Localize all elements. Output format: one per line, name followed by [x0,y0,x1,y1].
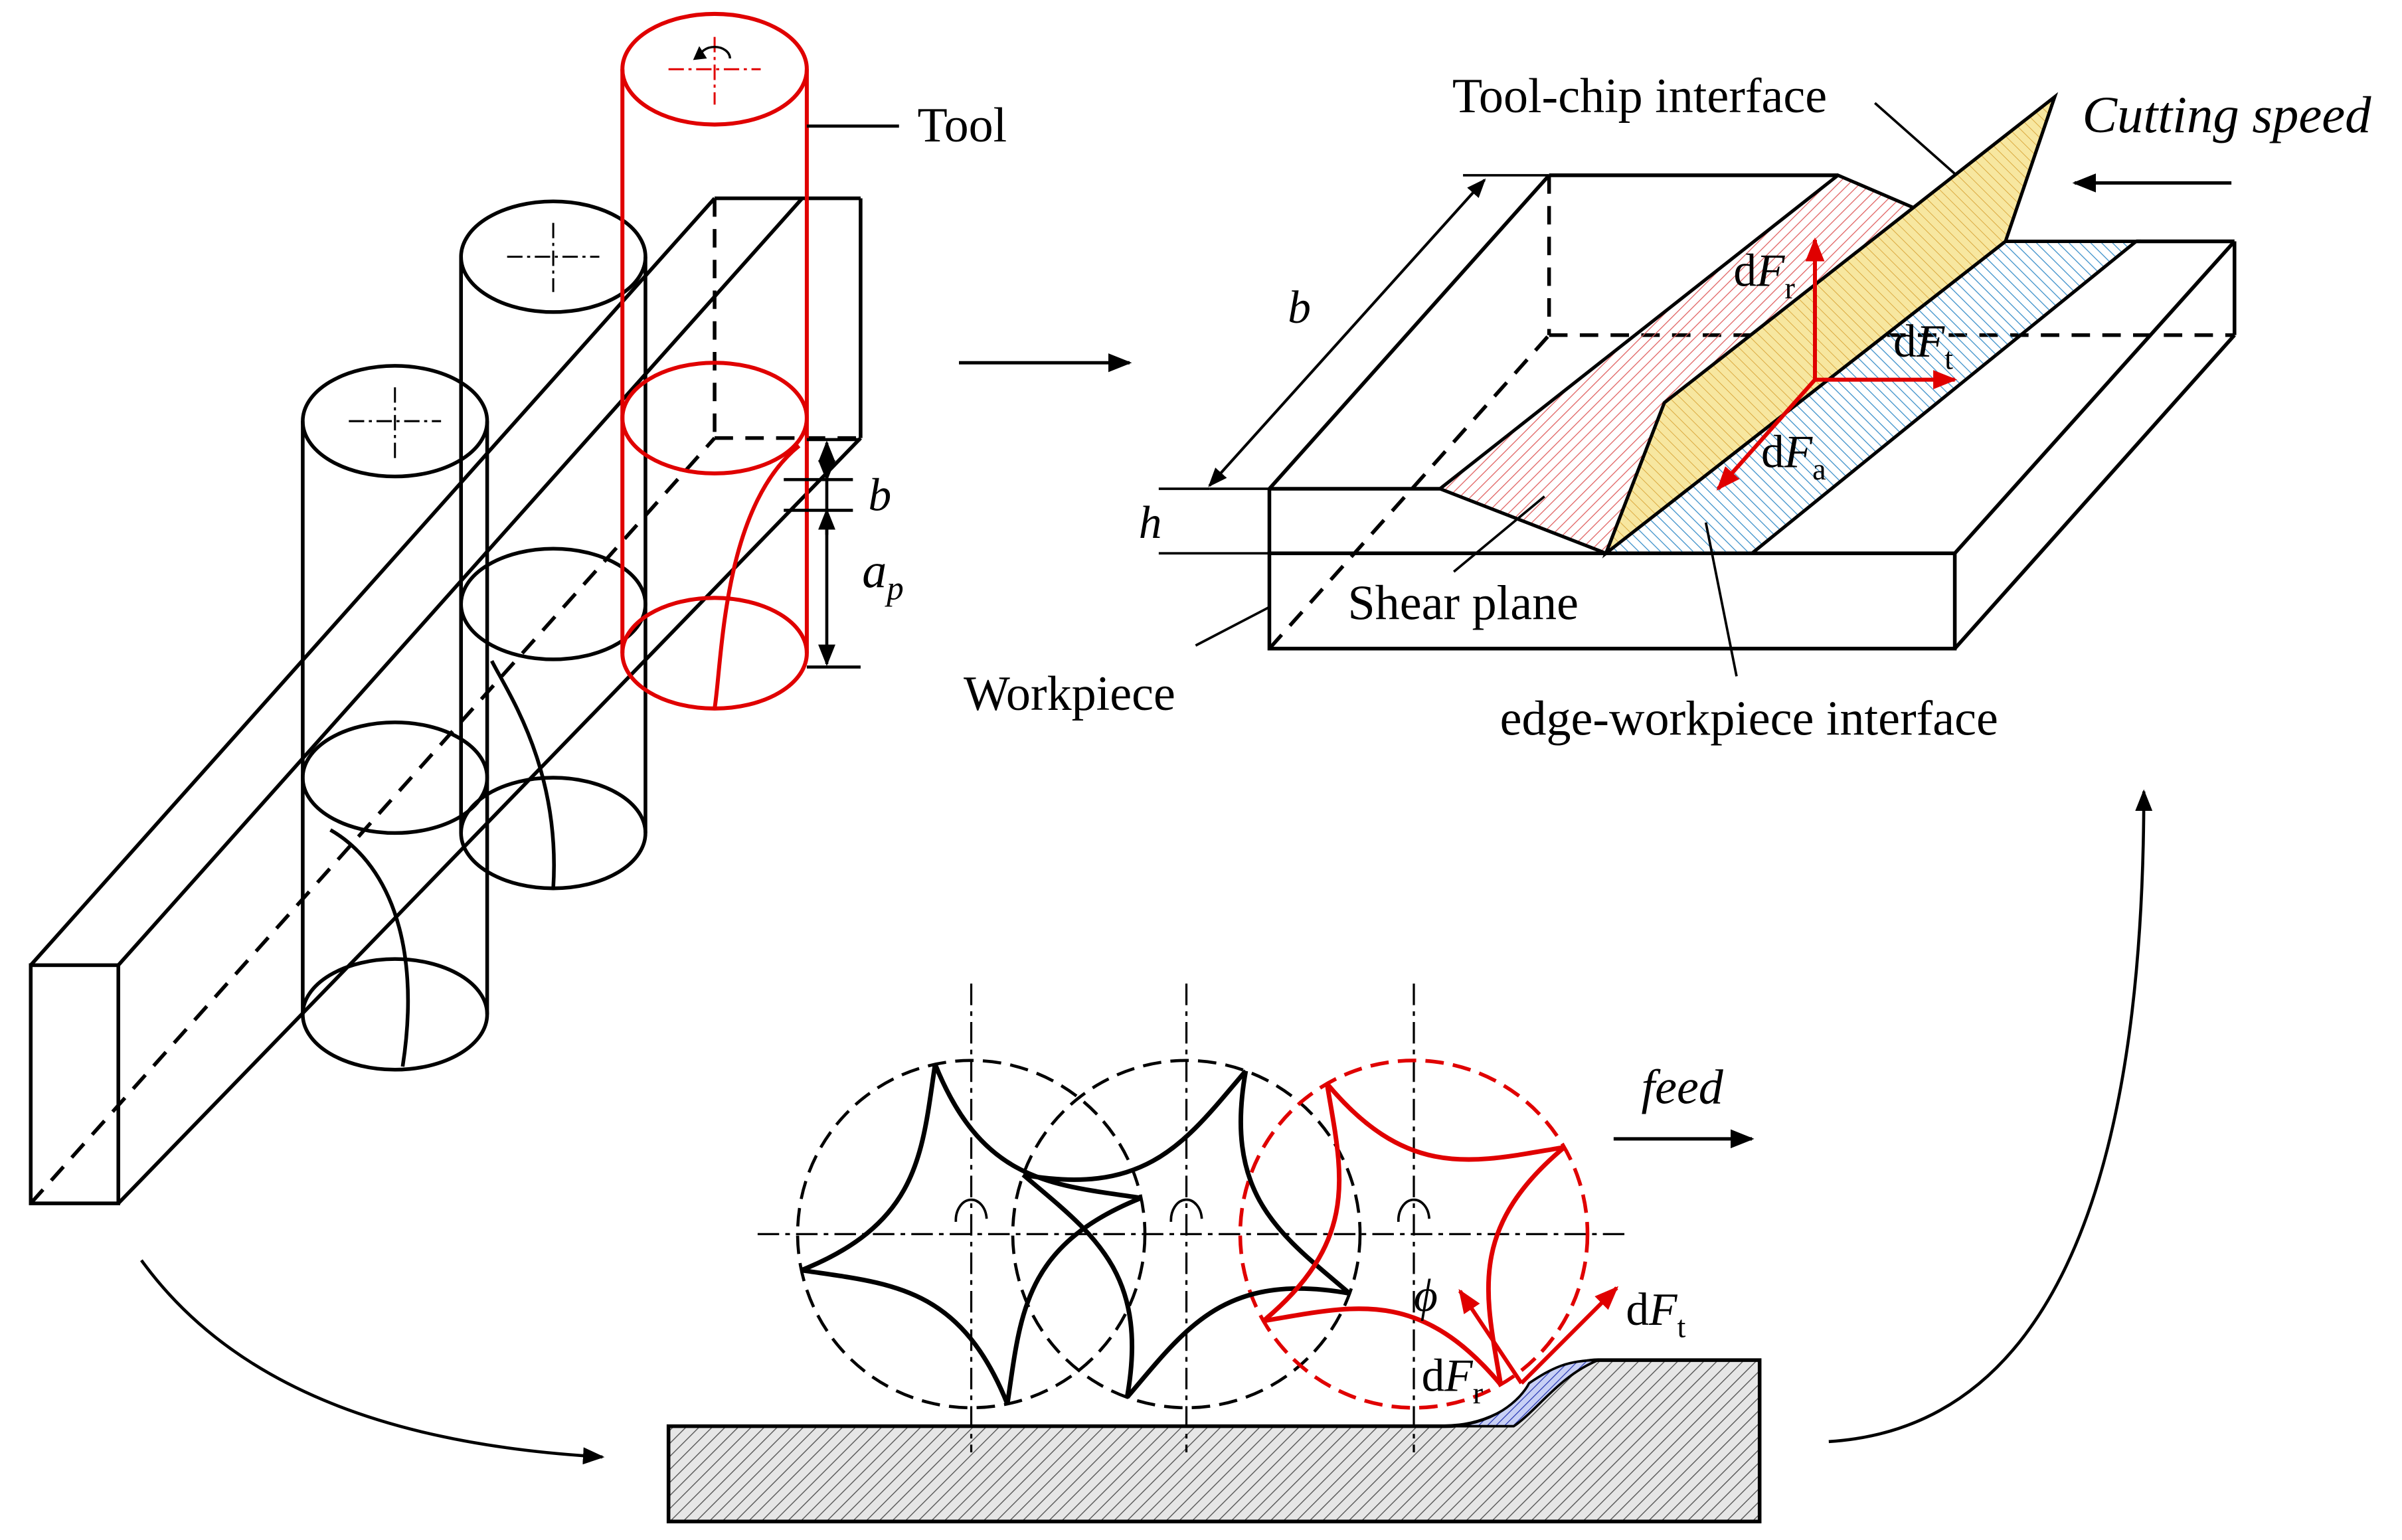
dFr-label-top: dFr [1733,246,1795,306]
tool-highlighted [620,11,809,711]
workpiece-bar-3d [29,196,863,1205]
workpiece-label: Workpiece [964,667,1175,721]
workpiece-section [666,1358,1762,1523]
edge-interface-leader [1704,522,1738,677]
cutter-flute-edge [801,1268,1010,1405]
cutter-flute-edge [1262,1306,1503,1387]
cutter-flute-edge [1238,1070,1351,1296]
b-label-left: b [868,470,891,521]
ap-subscript: p [885,570,903,608]
cutter-flute-edge [800,1064,938,1272]
cutter-flute-edge [1005,1195,1142,1405]
tool-position-2 [459,199,647,891]
dFr-label-bottom: dFr [1422,1350,1484,1411]
tool-chip-region [1602,92,2059,558]
dFa-label: dFa [1761,427,1826,487]
ap-dimension [784,438,861,669]
cutter-2-flutes [1021,1069,1351,1399]
b-dimension-right [1208,178,1486,487]
dFt-label-bottom: dFt [1626,1284,1685,1345]
cutter-flute-edge [1023,1069,1248,1182]
dFt-label-top: dFt [1893,316,1953,377]
workpiece-block [1267,173,2237,651]
arrow-to-cross-section [140,1259,605,1465]
tool-circle-1 [796,1059,1147,1410]
cutter-flute-edge [1125,1286,1350,1399]
shear-plane-label: Shear plane [1348,576,1579,631]
arrow-to-element-from-section [1828,789,2153,1444]
cutting-edge-forces [1458,1286,1619,1385]
cutter-flute-edge [1021,1173,1135,1398]
tool-circle-3 [1238,1059,1590,1410]
cutter-1-flutes [800,1063,1142,1405]
shear-plane-leader [1452,495,1545,573]
cutter-flute-edge [1325,1082,1565,1162]
phi-label: ϕ [1414,1270,1438,1322]
elemental-force-vectors [1716,237,1958,491]
tool-chip-leader [1874,102,1956,175]
feed-label: feed [1642,1061,1724,1115]
cutter-3-flutes [1262,1082,1566,1387]
rotation-indicators [954,1198,1430,1222]
ap-label: ap [862,544,903,608]
chip-region [1444,1359,1599,1428]
cutter-flute-edge [1262,1083,1342,1323]
h-label: h [1139,497,1162,549]
workpiece-leader [1195,606,1270,647]
cutter-flute-edge [932,1063,1142,1201]
cutter-flute-edge [1486,1145,1566,1385]
tool-circle-2 [1011,1059,1362,1410]
cutting-speed-label: Cutting speed [2083,86,2372,144]
tool-label: Tool [918,98,1007,153]
tool-chip-interface-label: Tool-chip interface [1452,69,1827,124]
edge-workpiece-interface-label: edge-workpiece interface [1500,691,1998,746]
b-label-right: b [1288,282,1311,333]
ap-main: a [862,544,887,598]
tool-position-1 [301,364,489,1072]
